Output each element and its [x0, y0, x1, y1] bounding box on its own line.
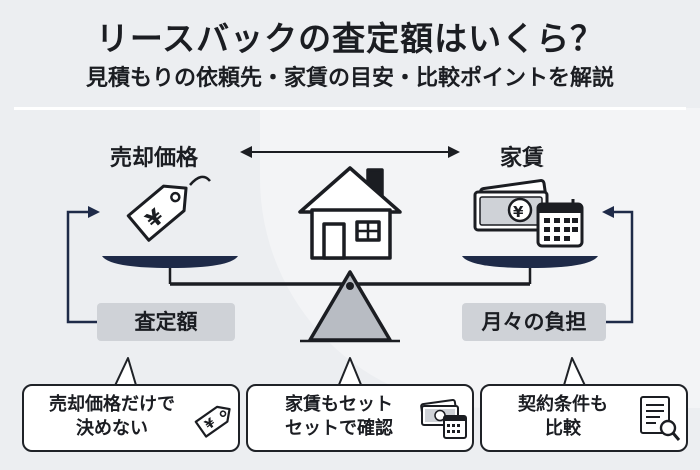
money-calendar-icon	[473, 179, 584, 248]
callout-line: セットで確認	[285, 418, 393, 439]
right-scale-pan	[462, 256, 598, 268]
document-search-icon	[640, 396, 681, 441]
money-yen: ¥	[513, 203, 524, 221]
price-tag-small-icon: ¥	[194, 405, 231, 438]
callout-sale-price: 売却価格だけで 決めない ¥	[22, 384, 240, 452]
left-loop-arrow	[66, 206, 100, 324]
callout-line: 家賃もセット	[285, 394, 393, 415]
callout-line: 決めない	[76, 418, 148, 439]
right-loop-arrow	[602, 206, 634, 324]
header-divider	[14, 107, 686, 110]
page-title: リースバックの査定額はいくら？	[95, 19, 605, 58]
callout-line: 比較	[545, 418, 581, 439]
price-tag-icon	[126, 184, 188, 242]
tag-string	[189, 175, 211, 186]
sale-price-label: 売却価格	[110, 146, 199, 171]
house-icon	[298, 166, 402, 260]
page-subtitle: 見積もりの依頼先・家賃の目安・比較ポイントを解説	[85, 66, 614, 91]
left-scale-pan	[102, 256, 238, 268]
money-calendar-small-icon	[420, 398, 467, 439]
double-arrow-icon	[240, 146, 460, 158]
callout-contract: 契約条件も 比較	[480, 384, 688, 452]
rent-label: 家賃	[500, 146, 545, 171]
callout-line: 契約条件も	[518, 394, 608, 415]
callout-rent: 家賃もセット セットで確認	[246, 384, 474, 452]
monthly-burden-pill: 月々の負担	[462, 303, 606, 341]
header: リースバックの査定額はいくら？ 見積もりの依頼先・家賃の目安・比較ポイントを解説	[0, 0, 700, 108]
callout-line: 売却価格だけで	[49, 394, 175, 415]
assessment-pill: 査定額	[97, 303, 235, 341]
